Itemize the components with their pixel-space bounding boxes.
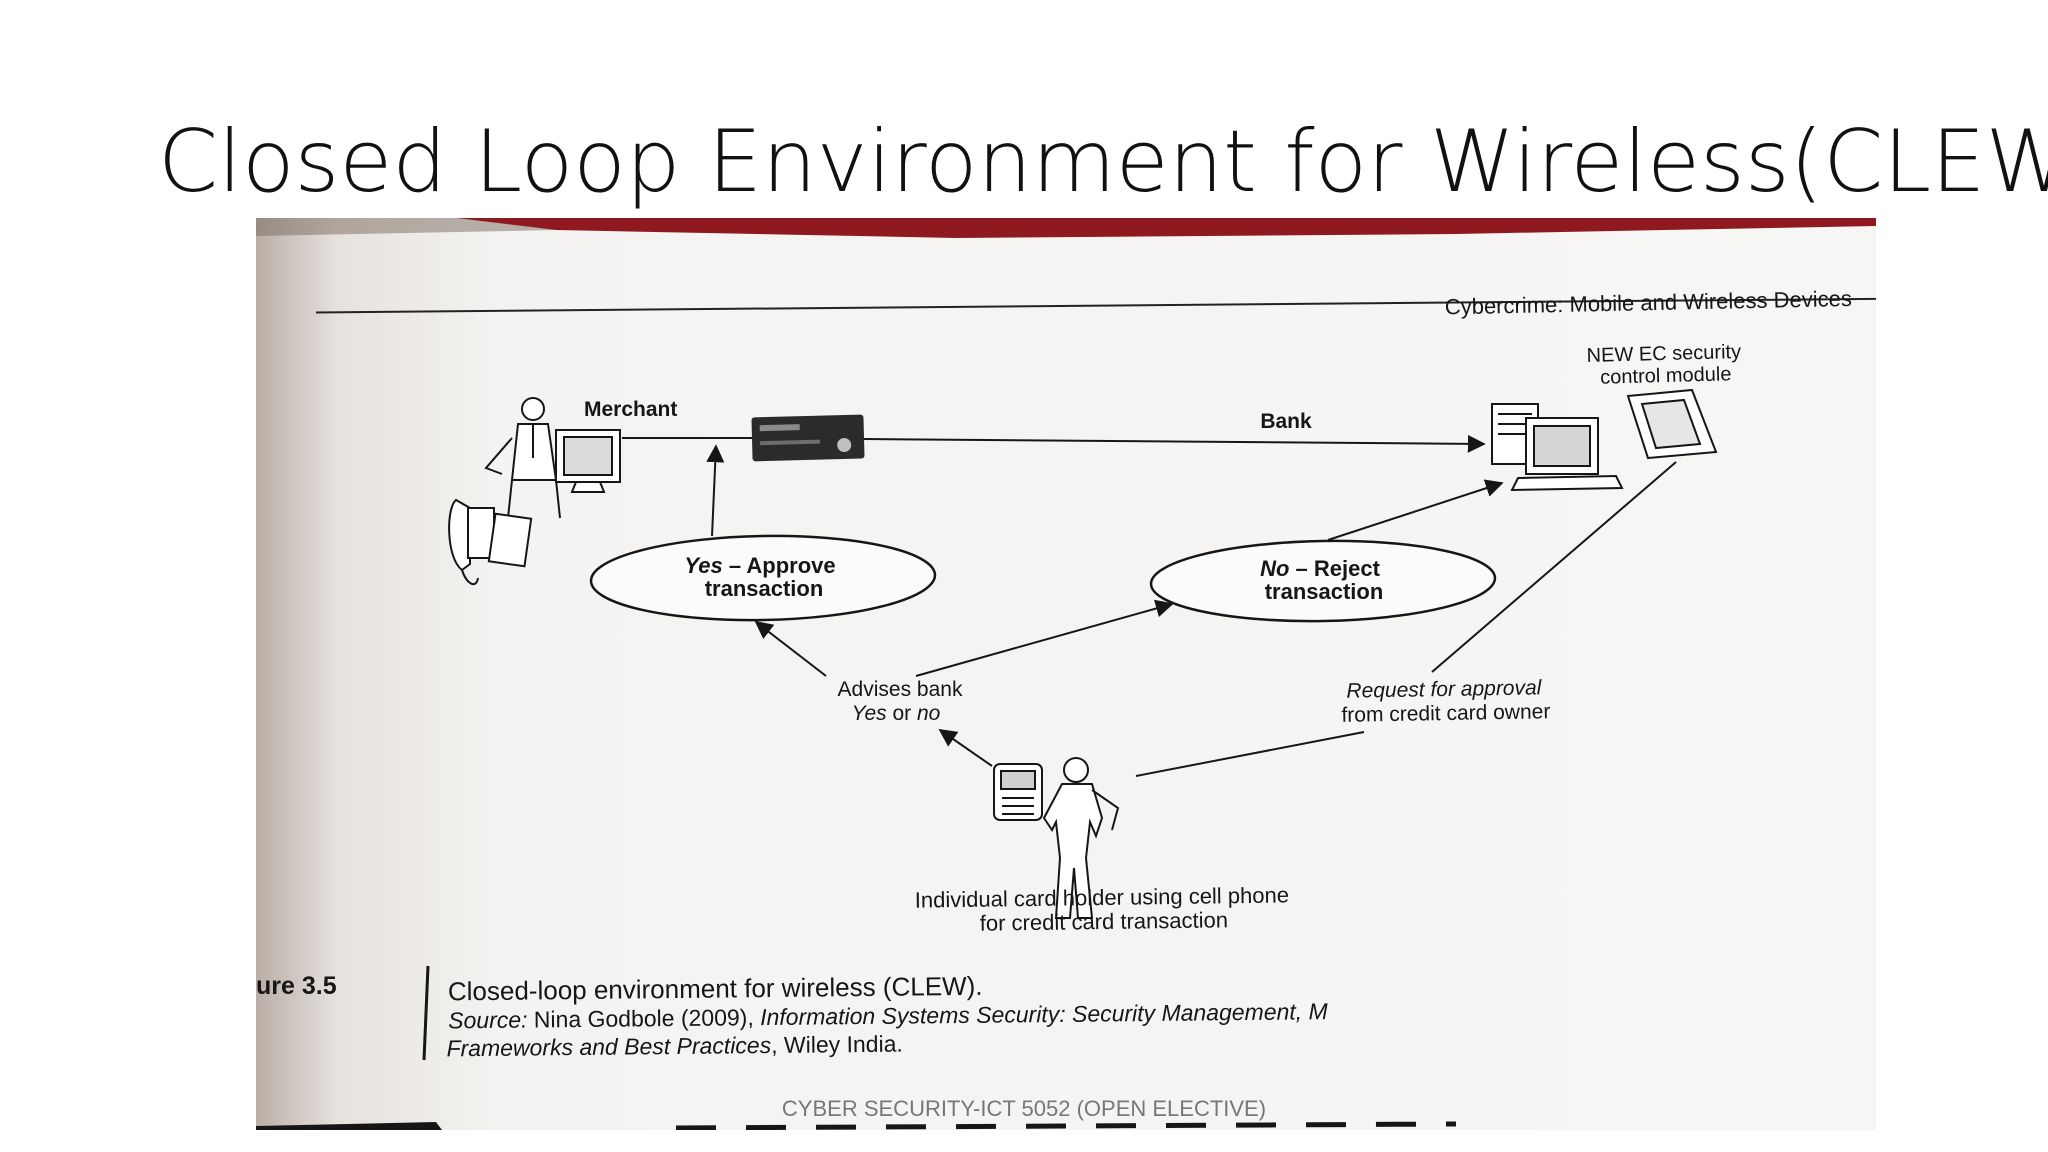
advises-to-reject-arrow [915, 599, 1174, 677]
bank-computer-icon [1491, 403, 1624, 492]
ec-module-label: NEW EC security [1586, 341, 1741, 367]
running-header-rule [316, 297, 1876, 314]
card-holder-person-icon [1042, 757, 1120, 919]
request-approval-label: Request for approval [1346, 676, 1543, 702]
reject-transaction-node: No – Reject transaction [1149, 539, 1497, 623]
reject-no-text: No [1260, 556, 1289, 581]
card-holder-label: Individual card holder using cell phone [915, 882, 1290, 912]
bank-label: Bank [1260, 410, 1312, 433]
desk-phone-icon [448, 498, 533, 586]
svg-text:No – Reject: No – Reject [1260, 556, 1380, 581]
caption-divider [422, 965, 430, 1061]
request-approval-label-2: from credit card owner [1341, 700, 1550, 727]
slide-title: Closed Loop Environment for Wireless(CLE… [158, 112, 2048, 212]
reject-line2: transaction [1265, 579, 1384, 604]
advises-bank-label: Advises bank [838, 678, 963, 701]
clew-diagram: Cybercrime: Mobile and Wireless Devices … [256, 218, 1876, 1130]
svg-text:Yes – Approve: Yes – Approve [684, 553, 835, 578]
request-to-module-line [1431, 461, 1677, 673]
red-banner-strip [456, 218, 1876, 238]
bottom-partial-heading [256, 1122, 442, 1130]
card-holder-label-2: for credit card transaction [980, 907, 1229, 935]
approve-to-merchant-arrow [706, 444, 725, 537]
caption-source-line3: Frameworks and Best Practices, Wiley Ind… [446, 1031, 903, 1062]
advises-to-approve-arrow [754, 620, 827, 677]
approve-transaction-node: Yes – Approve transaction [589, 534, 937, 622]
textbook-photo: Cybercrime: Mobile and Wireless Devices … [256, 218, 1876, 1130]
paper-background [256, 218, 1876, 1130]
approve-yes-text: Yes [684, 553, 722, 578]
reject-rest-text: – Reject [1289, 556, 1380, 581]
approve-rest-text: – Approve [723, 553, 836, 578]
credit-card-icon [751, 414, 865, 462]
merchant-label: Merchant [584, 398, 677, 421]
slide-footer: CYBER SECURITY-ICT 5052 (OPEN ELECTIVE) [781, 1096, 1267, 1121]
cell-phone-icon [993, 763, 1043, 821]
ec-module-label-2: control module [1600, 363, 1732, 388]
caption-source: Source: Nina Godbole (2009), Information… [448, 998, 1329, 1033]
ec-security-module-icon [1626, 388, 1718, 460]
reject-to-bank-arrow [1327, 479, 1504, 541]
merchant-icon [484, 397, 621, 519]
phone-to-advises-arrow [938, 728, 993, 767]
advises-yes-no-label: Yes or no [852, 702, 941, 725]
approve-line2: transaction [705, 576, 824, 601]
cardholder-to-request-line [1135, 731, 1365, 777]
figure-label: ure 3.5 [256, 972, 337, 1000]
caption-title: Closed-loop environment for wireless (CL… [448, 971, 983, 1007]
